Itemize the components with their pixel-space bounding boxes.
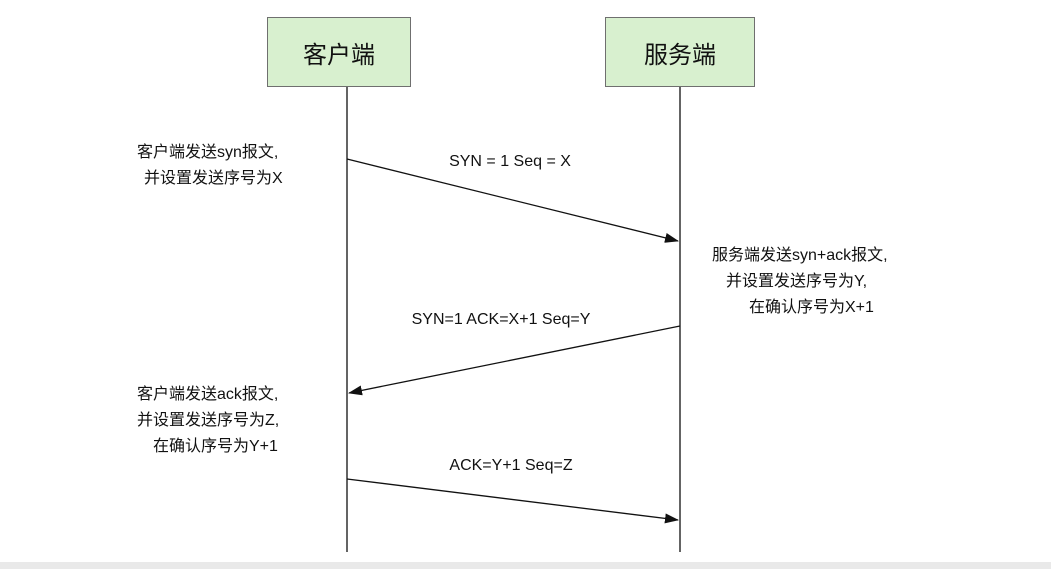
ack-label: ACK=Y+1 Seq=Z [449, 457, 573, 474]
client-note-2: 客户端发送ack报文, 并设置发送序号为Z, 在确认序号为Y+1 [137, 382, 279, 460]
client-note-1-line-1: 客户端发送syn报文, [137, 144, 279, 161]
ack-arrow [346, 478, 679, 524]
client-note-1-line-2: 并设置发送序号为X [144, 170, 283, 187]
client-note-2-line-2: 并设置发送序号为Z, [137, 412, 280, 429]
server-title: 服务端 [644, 41, 716, 69]
server-note-1: 服务端发送syn+ack报文, 并设置发送序号为Y, 在确认序号为X+1 [712, 243, 888, 321]
client-note-1: 客户端发送syn报文, 并设置发送序号为X [137, 140, 283, 192]
client-title: 客户端 [303, 41, 375, 69]
syn-ack-arrow [348, 325, 681, 396]
bottom-band [0, 562, 1051, 569]
server-note-1-line-3: 在确认序号为X+1 [749, 299, 874, 316]
syn-ack-label: SYN=1 ACK=X+1 Seq=Y [411, 311, 591, 328]
client-note-2-line-3: 在确认序号为Y+1 [153, 438, 278, 455]
server-note-1-line-2: 并设置发送序号为Y, [726, 273, 868, 290]
server-note-1-line-1: 服务端发送syn+ack报文, [712, 247, 888, 264]
syn-label: SYN = 1 Seq = X [449, 153, 571, 170]
server-box: 服务端 [605, 17, 755, 87]
client-box: 客户端 [267, 17, 411, 87]
syn-arrow [346, 158, 679, 243]
client-note-2-line-1: 客户端发送ack报文, [137, 386, 279, 403]
